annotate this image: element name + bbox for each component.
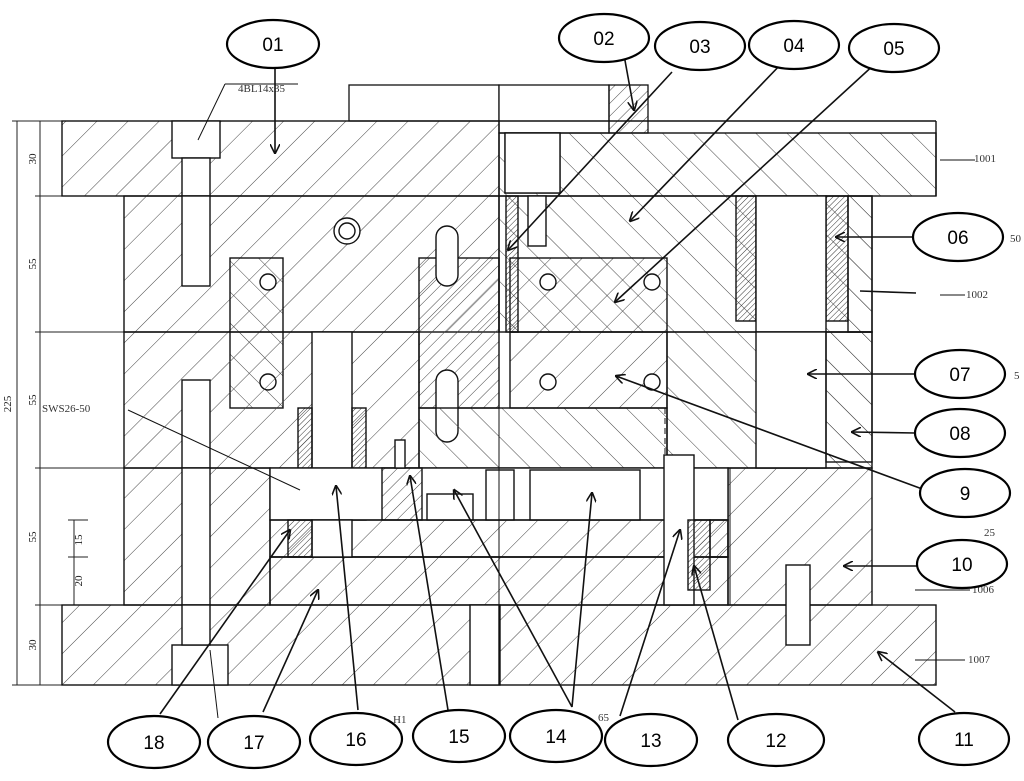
right-cut-label-3: 25 xyxy=(984,527,996,539)
arrow-03 xyxy=(508,71,673,250)
a-plate xyxy=(123,195,873,409)
callout-10: 10 xyxy=(915,538,1009,590)
callout-03: 03 xyxy=(653,20,747,72)
svg-text:13: 13 xyxy=(640,731,661,752)
part-code-1002: 1002 xyxy=(966,289,988,301)
dim-bottom-clamp: 30 xyxy=(27,639,39,651)
callout-13: 13 xyxy=(603,712,699,768)
callout-16: 16 xyxy=(308,711,404,767)
callout-14: 14 xyxy=(508,708,604,764)
dim-b-plate: 55 xyxy=(27,394,39,406)
arrow-13 xyxy=(619,530,680,717)
callout-18: 18 xyxy=(106,714,202,770)
arrow-11 xyxy=(878,652,956,713)
dim-total: 225 xyxy=(2,395,14,412)
arrow-17 xyxy=(262,590,318,713)
bolt-spec-label: 4BL14x35 xyxy=(238,83,286,95)
svg-text:17: 17 xyxy=(243,733,264,754)
callout-04: 04 xyxy=(747,19,841,71)
arrow-12 xyxy=(694,566,739,721)
callout-9: 9 xyxy=(918,467,1012,519)
callout-bubbles: 01 02 03 04 05 06 07 08 9 10 11 12 13 14… xyxy=(106,12,1012,770)
center-lines xyxy=(498,85,731,685)
callout-arrows xyxy=(159,54,956,721)
svg-text:14: 14 xyxy=(545,727,567,748)
svg-text:01: 01 xyxy=(262,35,283,56)
arrow-04 xyxy=(630,61,784,221)
callout-17: 17 xyxy=(206,714,302,770)
arrow-02 xyxy=(623,54,634,110)
callout-05: 05 xyxy=(847,22,941,74)
svg-text:11: 11 xyxy=(954,730,974,751)
arrow-05 xyxy=(615,61,878,302)
arrow-15 xyxy=(410,476,449,711)
right-cut-label-2: 5 xyxy=(1014,370,1020,382)
callout-leaders xyxy=(127,83,975,719)
arrow-1002-tick xyxy=(859,290,917,294)
svg-text:03: 03 xyxy=(689,37,710,58)
arrow-18 xyxy=(159,530,290,715)
callout-12: 12 xyxy=(726,712,826,768)
dim-support: 55 xyxy=(27,531,39,543)
arrow-14b xyxy=(571,493,592,708)
dim-ejector-lower: 20 xyxy=(73,575,85,587)
part-code-1007: 1007 xyxy=(968,654,991,666)
bottom-cut-label-2: 65 xyxy=(598,712,610,724)
callout-11: 11 xyxy=(917,711,1011,767)
svg-text:04: 04 xyxy=(783,36,805,57)
arrow-9 xyxy=(616,376,926,491)
dim-ejector-upper: 15 xyxy=(73,534,85,546)
callout-01: 01 xyxy=(225,18,321,70)
svg-text:9: 9 xyxy=(960,484,971,505)
dim-a-plate: 55 xyxy=(27,258,39,270)
arrow-14a xyxy=(454,490,573,708)
callout-07: 07 xyxy=(913,348,1007,400)
bottom-cut-label-1: H1 xyxy=(393,714,406,726)
svg-text:12: 12 xyxy=(765,731,786,752)
svg-text:08: 08 xyxy=(949,424,970,445)
svg-text:05: 05 xyxy=(883,39,904,60)
part-code-1001: 1001 xyxy=(974,153,996,165)
dim-top-clamp: 30 xyxy=(27,153,39,165)
arrow-08 xyxy=(852,432,916,433)
svg-text:02: 02 xyxy=(593,29,614,50)
svg-text:06: 06 xyxy=(947,228,968,249)
top-clamp-plate xyxy=(61,120,937,197)
callout-06: 06 xyxy=(911,211,1005,263)
callout-02: 02 xyxy=(557,12,651,64)
arrow-16 xyxy=(336,486,359,711)
callout-15: 15 xyxy=(411,708,507,764)
spring-spec-label: SWS26-50 xyxy=(42,403,91,415)
svg-text:16: 16 xyxy=(345,730,366,751)
svg-text:15: 15 xyxy=(448,727,469,748)
svg-text:07: 07 xyxy=(949,365,970,386)
svg-text:18: 18 xyxy=(143,733,164,754)
svg-text:10: 10 xyxy=(951,555,972,576)
b-plate xyxy=(123,331,873,521)
callout-08: 08 xyxy=(913,407,1007,459)
right-cut-label-1: 50 xyxy=(1010,233,1022,245)
